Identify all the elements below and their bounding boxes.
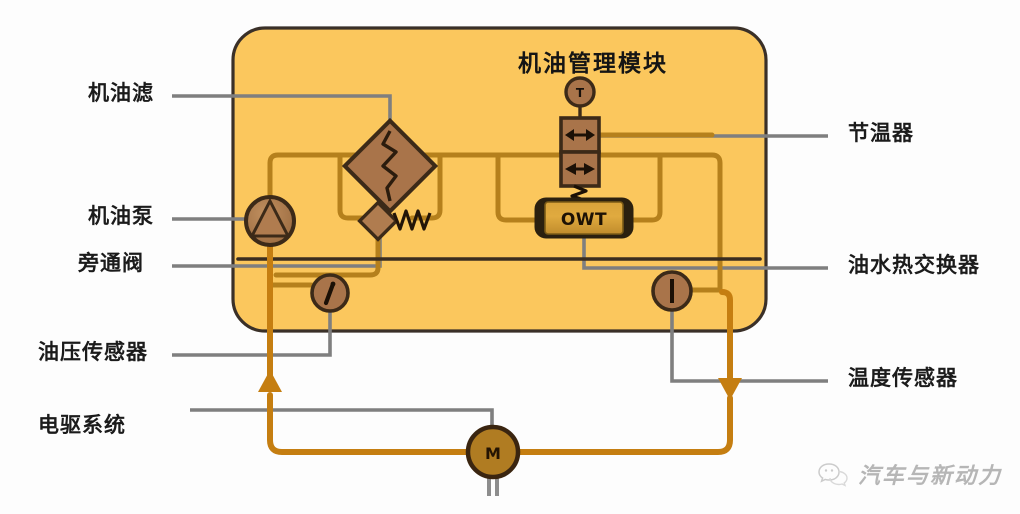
flow-right-riser [719,289,733,388]
oil-pressure-sensor-symbol[interactable] [310,273,350,313]
motor-label: M [485,444,501,463]
heat-exchanger-label: OWT [561,210,607,230]
watermark: 汽车与新动力 [818,458,1002,490]
oil-filter-symbol[interactable] [341,117,439,215]
leader-pressure-sensor [172,307,332,357]
leader-electric-drive [190,408,494,440]
oil-water-heat-exchanger-symbol[interactable]: OWT [534,197,634,239]
oil-pump-symbol[interactable] [244,195,296,247]
bypass-valve-symbol[interactable] [357,200,432,242]
label-oil-water-heat-exchanger: 油水热交换器 [848,253,980,277]
pipe-filter-right [409,152,443,221]
internal-piping [236,132,762,296]
page-title: 机油管理模块 [0,44,1020,78]
watermark-text: 汽车与新动力 [857,464,1002,489]
leader-heat-exchanger [582,235,828,270]
pipe-owt-left [495,152,541,223]
leader-temperature-sensor [670,307,828,383]
thermostat-bulb-label: T [576,86,585,100]
flow-motor-to-right [513,395,733,455]
label-oil-pressure-sensor: 油压传感器 [38,340,148,364]
thermostat-symbol[interactable]: T [559,76,601,202]
page-title-text: 机油管理模块 [518,51,668,77]
flow-to-motor-left [267,392,473,455]
label-electric-drive-system: 电驱系统 [38,413,126,437]
label-oil-pump: 机油泵 [88,204,154,228]
pipe-top-rail [267,152,723,293]
pipe-filter-left [337,152,373,221]
label-thermostat: 节温器 [848,121,914,145]
oil-flow-circuit [267,235,733,455]
flow-arrow-up [258,370,282,392]
pipe-bypass-return [273,232,381,278]
temperature-sensor-symbol[interactable] [651,270,693,312]
wechat-logo-icon [818,463,848,487]
motor-symbol[interactable]: M [465,424,521,480]
flow-arrow-down [718,378,742,400]
label-bypass-valve: 旁通阀 [78,251,144,275]
label-temperature-sensor: 温度传感器 [848,366,958,390]
pipe-owt-right [627,152,663,223]
label-oil-filter: 机油滤 [88,81,154,105]
